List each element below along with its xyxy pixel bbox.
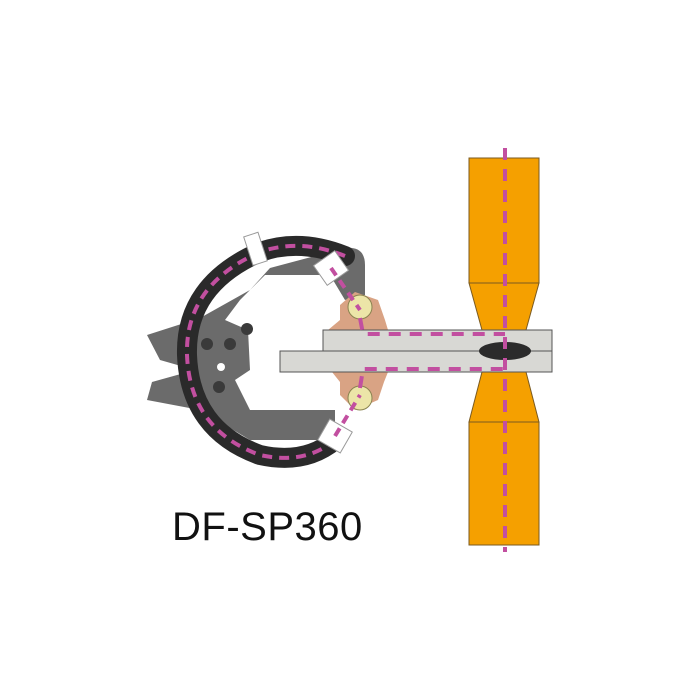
clamp-electrodes (328, 292, 388, 411)
rivet-icon (213, 381, 225, 393)
rivet-icon (241, 323, 253, 335)
model-label: DF-SP360 (172, 505, 363, 549)
rivet-icon (201, 338, 213, 350)
cable-dash (184, 243, 346, 460)
rivet-icon (224, 338, 236, 350)
cable-sleeve (243, 231, 268, 267)
pivot-icon (217, 363, 225, 371)
weld-nugget (479, 342, 531, 360)
